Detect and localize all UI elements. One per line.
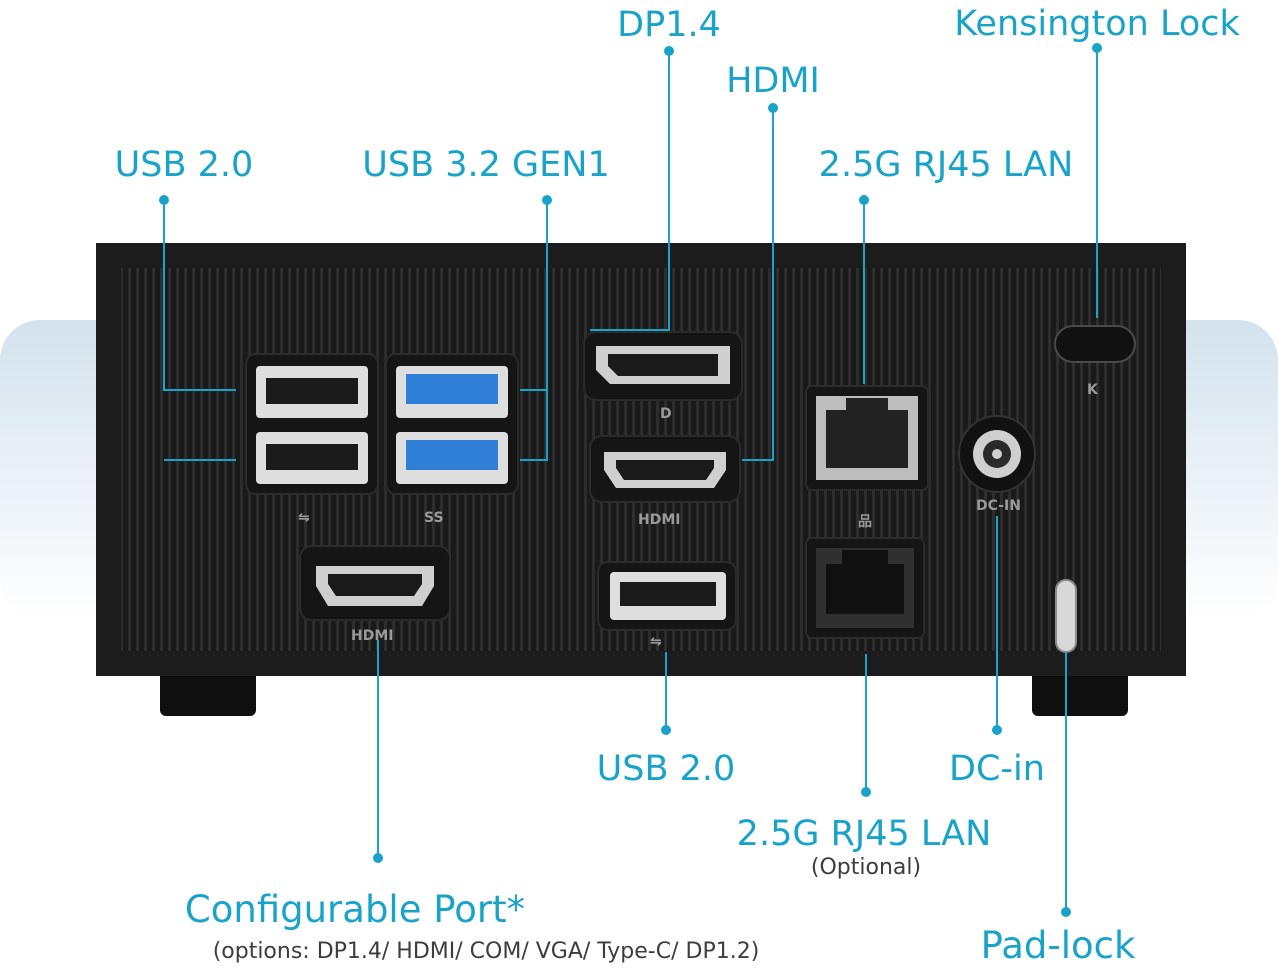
dp-symbol-mark: D <box>660 406 672 422</box>
configurable-port <box>299 545 451 621</box>
label-usb2-top: USB 2.0 <box>115 145 254 185</box>
leader-dots <box>159 43 1102 917</box>
padlock-loop <box>1055 579 1077 653</box>
hdmi-config-mark: HDMI <box>351 628 393 644</box>
usb-symbol-mark: ⇋ <box>298 510 310 526</box>
hdmi-port <box>589 435 741 503</box>
kensington-slot <box>1054 325 1136 363</box>
foot-left <box>160 668 256 716</box>
usb32-stack <box>385 353 519 495</box>
hdmi-main-mark: HDMI <box>638 512 680 528</box>
label-lan-bottom-note: (Optional) <box>811 855 921 880</box>
lan-top-port <box>805 385 929 491</box>
label-kensington: Kensington Lock <box>954 4 1240 44</box>
label-configurable-note: (options: DP1.4/ HDMI/ COM/ VGA/ Type-C/… <box>213 939 760 964</box>
usb-bottom-symbol-mark: ⇋ <box>650 634 662 650</box>
lan-symbol-mark: 品 <box>858 514 872 530</box>
usb2-bottom-port <box>597 561 737 631</box>
leader-lines <box>163 48 1098 910</box>
label-padlock: Pad-lock <box>981 924 1136 967</box>
dcin-mark: DC-IN <box>976 498 1021 514</box>
ss-mark: SS <box>424 510 444 526</box>
label-dp14: DP1.4 <box>617 5 721 45</box>
kensington-symbol-mark: K <box>1087 382 1099 398</box>
label-lan-bottom: 2.5G RJ45 LAN <box>737 814 992 854</box>
label-usb2-bottom: USB 2.0 <box>597 749 736 789</box>
label-configurable: Configurable Port* <box>185 888 525 931</box>
label-dcin: DC-in <box>949 749 1045 789</box>
foot-right <box>1032 668 1128 716</box>
dp14-port <box>583 331 743 401</box>
dcin-jack <box>958 415 1036 493</box>
label-lan-top: 2.5G RJ45 LAN <box>819 145 1074 185</box>
usb2-stack <box>245 353 379 495</box>
label-usb32: USB 3.2 GEN1 <box>362 145 609 185</box>
label-hdmi: HDMI <box>726 61 820 101</box>
lan-bottom-port <box>805 537 925 639</box>
